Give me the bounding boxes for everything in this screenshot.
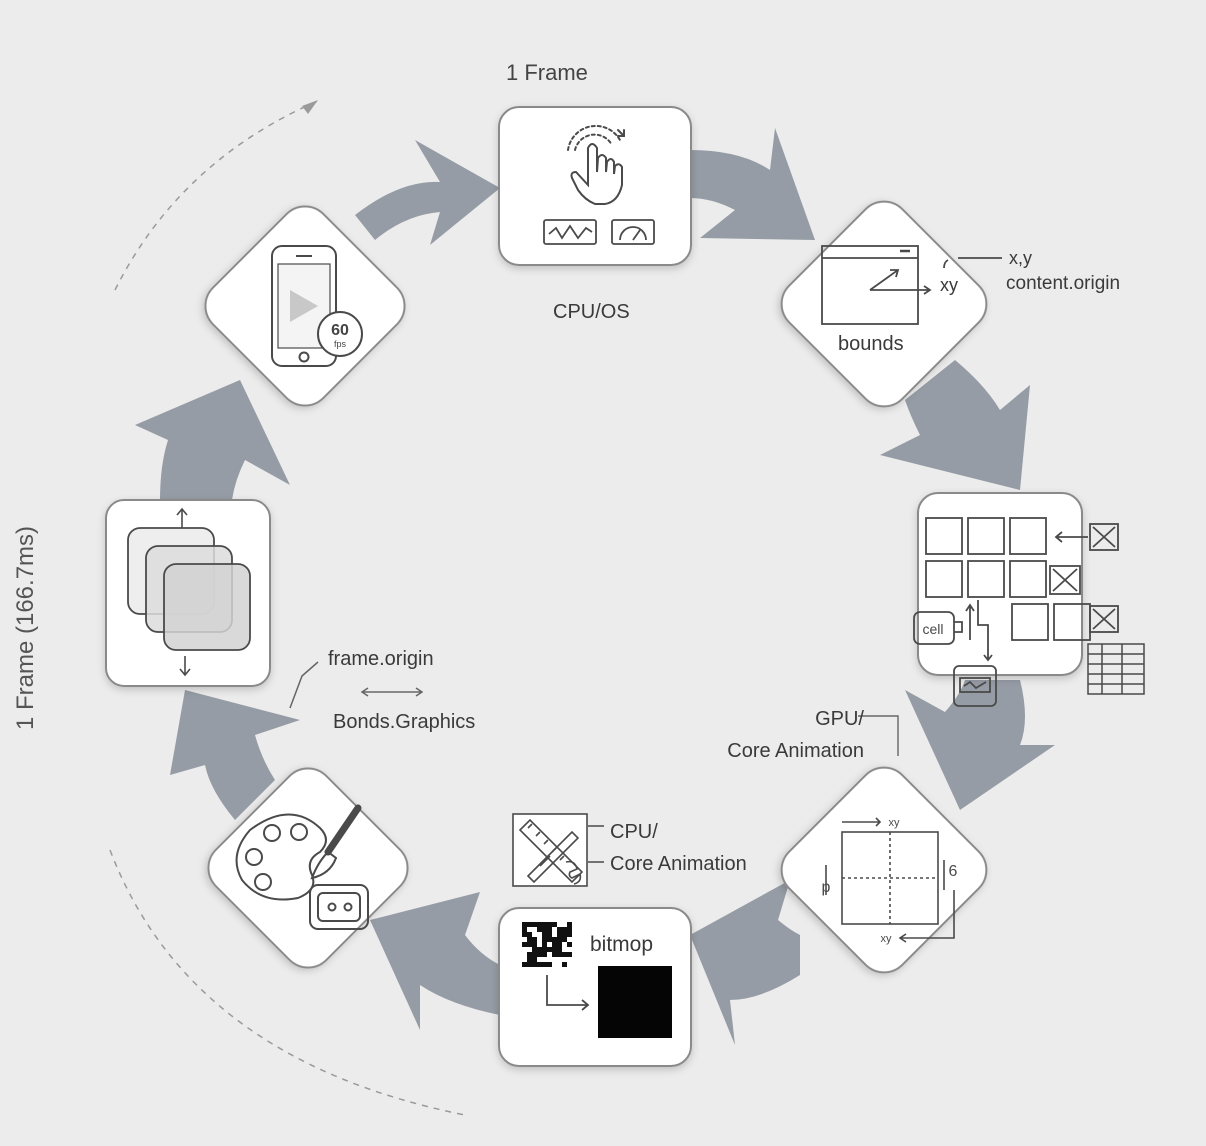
stage-input-node [498,106,692,266]
cycle-arrows [135,128,1055,1045]
cycle-dashed-arc-bottom [109,849,466,1116]
fps-badge-unit: fps [334,339,347,349]
stage-geometry-node [780,766,988,974]
diagram-title: 1 Frame [506,60,588,85]
cycle-dashed-arc-top [114,99,321,291]
cycle-dashed-arrowhead [302,100,318,114]
geometry-note-6: 6 [949,863,958,880]
bitmap-stage-label: bitmop [590,933,654,956]
compositing-stage-sublabel: Bonds.Graphics [333,711,476,733]
touch-gesture-icon [567,124,625,205]
ruler-wrench-icon [512,813,604,887]
stage-hierarchy-node [917,492,1083,676]
cycle-duration-label: 1 Frame (166.7ms) [12,525,39,731]
waveform-monitor-icon [543,219,597,245]
geometry-note-xy-top: xy [889,817,901,829]
input-stage-label: CPU/OS [553,301,630,323]
gpu-label-connector [858,715,899,756]
layout-stage-label: bounds [838,333,904,355]
paint-stage-label: CPU/ Core Animation [610,821,747,875]
table-sheet-icon [1087,643,1145,695]
geometry-note-p: p [822,879,831,896]
palette-brush-icon [235,804,369,930]
stage-layout-node [780,200,988,408]
compositing-stage-label: frame.origin [328,648,434,670]
bounds-window-icon [821,245,1002,325]
geometry-stage-label: GPU/ Core Animation [727,708,864,762]
geometry-note-xy-bottom: xy [881,933,893,945]
bitmap-output-icon [546,966,672,1038]
layout-note-xy: xy [940,275,958,295]
gauge-icon [611,219,655,245]
phone-display-icon [271,245,363,367]
fps-badge-value: 60 [331,322,349,339]
frame-origin-connector [289,661,424,709]
layout-note-content-origin: content.origin [1006,273,1121,294]
stacked-layers-icon [127,507,251,677]
layout-note-xy-comma: x,y [1009,248,1033,268]
cell-note-text: cell [922,621,943,637]
layer-grid-icon [913,517,1119,707]
bitmap-icon [522,922,572,967]
coordinate-frame-icon [825,817,955,943]
stage-paint-node [207,767,409,969]
